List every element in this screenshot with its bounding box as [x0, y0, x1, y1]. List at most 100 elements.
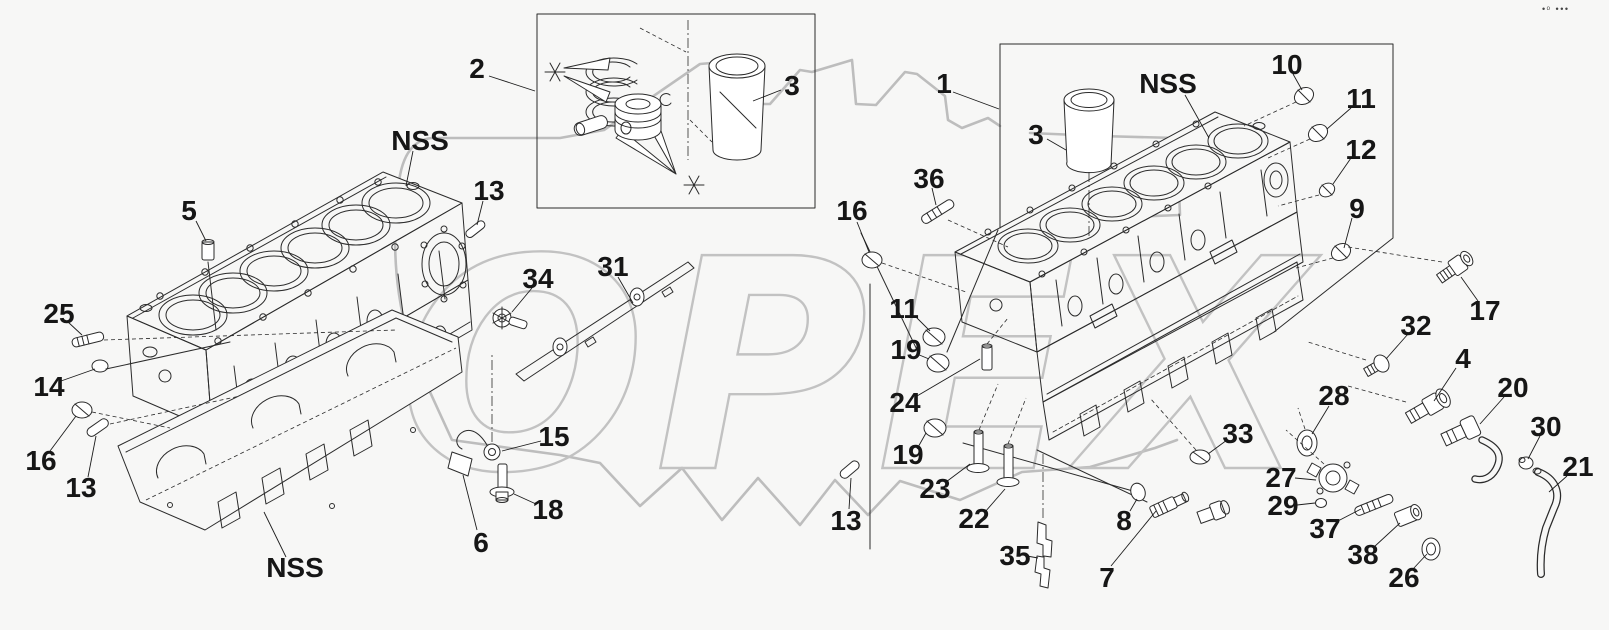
corner-marks: •ᵒ •••: [1542, 4, 1570, 14]
callout-leader-nss-right: [1184, 94, 1210, 139]
callout-label-32: 32: [1400, 310, 1431, 341]
callout-leader-3-right: [1046, 138, 1067, 151]
callout-leader-13-mid: [848, 477, 852, 510]
right-block-bores: [997, 123, 1269, 264]
inset-liner-drawing: [639, 20, 766, 161]
callout-leader-19-mid: [916, 353, 930, 360]
piston-inset-box: [536, 13, 816, 209]
callout-label-11-right: 11: [1346, 83, 1376, 114]
callout-leader-2: [488, 75, 536, 92]
part-gear-34: [492, 306, 528, 330]
callout-leader-5: [195, 220, 207, 242]
part-plug-32: [1307, 341, 1390, 377]
callout-label-2: 2: [469, 53, 485, 84]
callout-leader-16-mid: [856, 221, 870, 253]
callout-label-4: 4: [1455, 343, 1471, 374]
part-elbow-20: [1440, 415, 1503, 484]
part-oring-8: [1130, 482, 1146, 502]
callout-leader-34: [511, 287, 533, 313]
piston-drawing: [614, 93, 672, 141]
part-connector-30: [1518, 456, 1534, 470]
part-bushing-19-low: [923, 418, 947, 438]
callout-label-34: 34: [522, 263, 554, 294]
callout-layer: 1233456789101111121313131415161617181919…: [25, 49, 1593, 593]
callout-label-24: 24: [889, 387, 921, 418]
callout-leader-21: [1548, 475, 1568, 493]
callout-label-13-mid: 13: [830, 505, 861, 536]
callout-leader-4: [1433, 367, 1457, 402]
callout-leader-15: [501, 440, 542, 452]
callout-label-nss-right: NSS: [1139, 68, 1197, 99]
part-fitting-4: [1347, 385, 1451, 424]
small-parts: [71, 86, 1562, 589]
callout-leader-20: [1479, 396, 1505, 425]
watermark-text: OPEX: [398, 197, 1321, 537]
callout-label-8: 8: [1116, 505, 1132, 536]
pointer-triangle-1: [563, 57, 611, 71]
callout-label-21: 21: [1562, 451, 1593, 482]
callout-label-35: 35: [999, 540, 1030, 571]
part-cone-6: [447, 451, 473, 477]
piston-pin-drawing: [573, 115, 608, 136]
callout-leader-nss-left: [405, 150, 414, 187]
part-sleeve-38: [1393, 504, 1423, 527]
part-hose-21: [1532, 467, 1562, 578]
right-lower-slab: [1042, 261, 1304, 441]
callout-label-22: 22: [958, 503, 989, 534]
part-valve-27: [1285, 429, 1360, 495]
callout-leader-22: [984, 488, 1006, 513]
callout-leader-23: [945, 463, 971, 483]
part-bolt-18: [489, 463, 515, 503]
callout-leader-24: [916, 358, 981, 397]
callout-label-12: 12: [1345, 134, 1376, 165]
callout-label-nss-bottom: NSS: [266, 552, 324, 583]
callout-label-7: 7: [1099, 562, 1115, 593]
right-face-ribs: [1055, 169, 1268, 329]
callout-leader-30: [1527, 435, 1541, 460]
part-hex-plug: [1196, 500, 1230, 524]
callout-label-15: 15: [538, 421, 569, 452]
callout-label-nss-left: NSS: [391, 125, 449, 156]
callout-leader-8: [1129, 498, 1138, 512]
part-cup-plug-11-right: [1267, 123, 1329, 159]
callout-label-3-inset: 3: [784, 70, 800, 101]
part-stud-23: [966, 383, 999, 473]
callout-label-33: 33: [1222, 418, 1253, 449]
left-bedplate-drawing: [117, 309, 463, 531]
callout-leader-9: [1343, 217, 1353, 249]
callout-label-23: 23: [919, 473, 950, 504]
callout-label-13-left: 13: [65, 472, 96, 503]
callout-leader-18: [513, 493, 537, 505]
callout-leader-38: [1373, 522, 1401, 548]
part-fitting-17: [1347, 246, 1474, 284]
callout-label-9: 9: [1349, 193, 1365, 224]
right-deck-holes: [984, 120, 1266, 278]
part-dowel-24: [981, 317, 1009, 371]
callout-leader-36: [931, 187, 937, 206]
callout-label-10: 10: [1271, 49, 1302, 80]
part-stud-22: [996, 397, 1027, 487]
callout-leader-32: [1385, 333, 1409, 360]
callout-leader-11-right: [1326, 107, 1352, 130]
part-stud-36: [921, 199, 1009, 248]
part-pin-13-left: [86, 395, 241, 437]
callout-leader-6: [462, 474, 478, 531]
callout-label-37: 37: [1309, 513, 1340, 544]
part-bushing-19-mid: [926, 353, 950, 373]
callout-leader-nss-bottom: [263, 511, 287, 558]
callout-label-5: 5: [181, 195, 197, 226]
callout-label-25: 25: [43, 298, 74, 329]
callout-leader-29: [1296, 502, 1316, 506]
callout-leader-27: [1294, 477, 1317, 481]
asterisk-marker-2: [683, 175, 705, 195]
part-bracket-35: [1034, 452, 1053, 589]
callout-leader-17: [1460, 276, 1479, 302]
callout-label-17: 17: [1469, 295, 1500, 326]
asterisk-marker-1: [544, 62, 566, 82]
right-block-liner: [1063, 88, 1115, 238]
callout-label-30: 30: [1530, 411, 1561, 442]
callout-label-14: 14: [33, 371, 65, 402]
callout-label-16-mid: 16: [836, 195, 867, 226]
